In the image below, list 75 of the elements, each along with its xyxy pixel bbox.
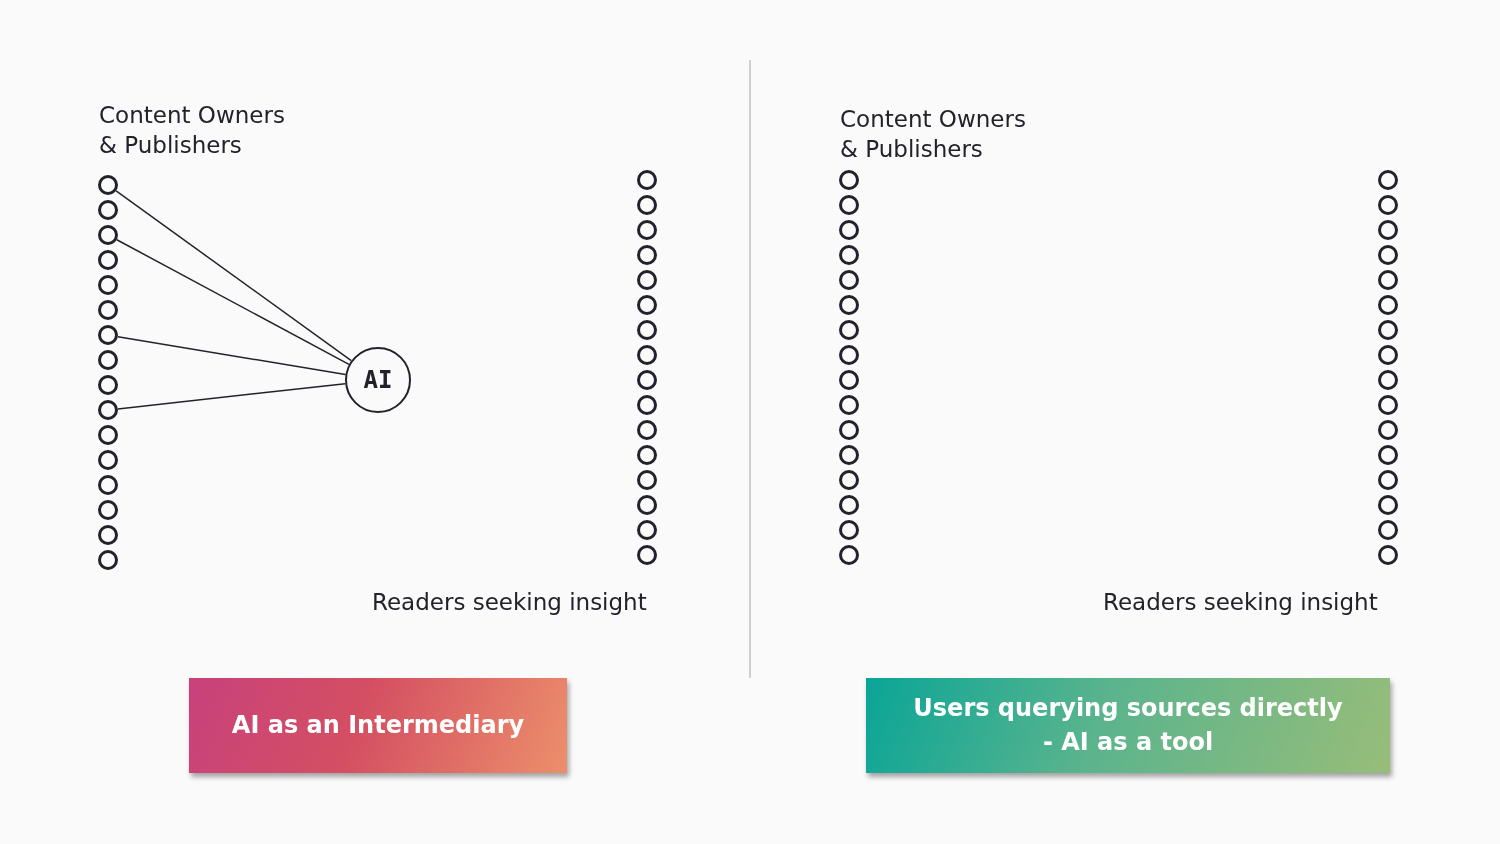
node-circle <box>98 325 118 345</box>
node-circle <box>98 400 118 420</box>
node-circle <box>839 470 859 490</box>
node-circle <box>637 470 657 490</box>
node-circle <box>839 445 859 465</box>
node-circle <box>1378 270 1398 290</box>
node-circle <box>1378 320 1398 340</box>
node-circle <box>839 170 859 190</box>
node-circle <box>1378 220 1398 240</box>
node-circle <box>98 275 118 295</box>
node-circle <box>1378 545 1398 565</box>
node-circle <box>637 520 657 540</box>
node-circle <box>1378 495 1398 515</box>
connector-line <box>115 190 352 362</box>
node-circle <box>839 220 859 240</box>
node-circle <box>637 195 657 215</box>
node-circle <box>839 370 859 390</box>
node-circle <box>1378 170 1398 190</box>
node-circle <box>637 170 657 190</box>
node-circle <box>1378 470 1398 490</box>
node-circle <box>98 175 118 195</box>
node-circle <box>637 345 657 365</box>
node-circle <box>98 225 118 245</box>
node-circle <box>637 495 657 515</box>
node-circle <box>1378 520 1398 540</box>
node-circle <box>637 370 657 390</box>
node-circle <box>839 270 859 290</box>
node-circle <box>98 525 118 545</box>
node-circle <box>98 250 118 270</box>
title-banner: AI as an Intermediary <box>189 678 567 773</box>
node-circle <box>839 420 859 440</box>
node-circle <box>98 450 118 470</box>
node-circle <box>98 550 118 570</box>
node-circle <box>98 200 118 220</box>
node-circle <box>98 375 118 395</box>
connector-line <box>116 239 350 366</box>
node-circle <box>839 320 859 340</box>
group-caption: Readers seeking insight <box>372 588 647 617</box>
group-heading: Content Owners & Publishers <box>840 105 1027 164</box>
node-circle <box>637 220 657 240</box>
node-circle <box>1378 420 1398 440</box>
node-circle <box>1378 195 1398 215</box>
node-circle <box>839 495 859 515</box>
title-banner: Users querying sources directly - AI as a tool <box>866 678 1390 773</box>
node-circle <box>98 425 118 445</box>
node-circle <box>839 245 859 265</box>
node-circle <box>1378 345 1398 365</box>
node-circle <box>839 345 859 365</box>
node-circle <box>637 245 657 265</box>
connector-line <box>117 335 347 376</box>
node-circle <box>637 270 657 290</box>
node-circle <box>1378 370 1398 390</box>
group-caption: Readers seeking insight <box>1103 588 1378 617</box>
node-circle <box>839 520 859 540</box>
node-circle <box>839 295 859 315</box>
node-circle <box>637 395 657 415</box>
connector-line <box>117 382 346 410</box>
node-circle <box>98 475 118 495</box>
node-circle <box>839 395 859 415</box>
node-circle <box>637 445 657 465</box>
node-circle <box>637 545 657 565</box>
node-circle <box>98 350 118 370</box>
node-circle <box>637 320 657 340</box>
node-circle <box>1378 295 1398 315</box>
node-circle <box>1378 445 1398 465</box>
node-circle <box>1378 395 1398 415</box>
node-circle <box>637 420 657 440</box>
node-circle <box>1378 245 1398 265</box>
node-circle <box>637 295 657 315</box>
ai-circle: AI <box>345 347 411 413</box>
node-circle <box>98 300 118 320</box>
node-circle <box>98 500 118 520</box>
node-circle <box>839 545 859 565</box>
group-heading: Content Owners & Publishers <box>99 101 286 160</box>
node-circle <box>839 195 859 215</box>
